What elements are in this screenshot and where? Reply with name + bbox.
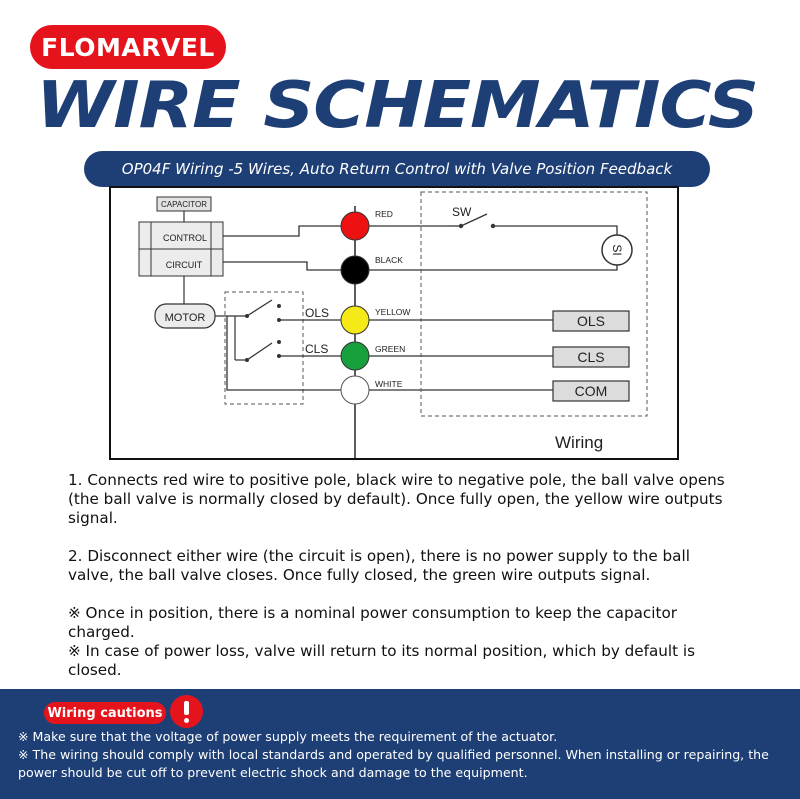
sw-contact: [490, 223, 496, 229]
black-feed-wire: [223, 261, 347, 271]
ols-switch-label: OLS: [305, 306, 329, 320]
ols-switch-contact-top: [277, 304, 281, 308]
note-4: ※ In case of power loss, valve will retu…: [68, 642, 696, 679]
field-wiring-box: [420, 191, 648, 417]
circuit-label: CIRCUIT: [166, 260, 203, 270]
cls-switch-blade: [246, 342, 273, 361]
wire-label-yellow: YELLOW: [375, 307, 410, 317]
alert-icon: [170, 695, 203, 728]
wiring-cautions-label: Wiring cautions: [44, 702, 166, 724]
wire-label-black: BLACK: [375, 255, 403, 265]
schematic-svg: CAPACITOR CONTROL CIRCUIT MOTOR OLS: [109, 186, 679, 460]
caution-item-2: ※ The wiring should comply with local st…: [18, 747, 769, 780]
sw-to-load-wire: [495, 225, 618, 236]
white-feed-wire: [226, 316, 347, 391]
wire-dot-yellow: [340, 305, 370, 335]
si-label: SI: [610, 244, 624, 255]
black-return-wire: [449, 265, 618, 271]
capacitor-label: CAPACITOR: [161, 200, 207, 209]
motor-label: MOTOR: [165, 312, 206, 324]
cls-switch-label: CLS: [305, 342, 328, 356]
ols-switch-blade: [246, 299, 273, 317]
wire-dot-black: [340, 255, 370, 285]
wire-label-green: GREEN: [375, 344, 405, 354]
caution-item-1: ※ Make sure that the voltage of power su…: [18, 729, 558, 744]
red-feed-wire: [223, 225, 347, 237]
wire-dot-green: [340, 341, 370, 371]
terminal-cls-label: CLS: [577, 349, 604, 365]
note-2: 2. Disconnect either wire (the circuit i…: [68, 547, 690, 584]
note-3: ※ Once in position, there is a nominal p…: [68, 604, 677, 641]
note-1: 1. Connects red wire to positive pole, b…: [68, 471, 725, 527]
wire-dot-white: [340, 375, 370, 405]
operation-notes: 1. Connects red wire to positive pole, b…: [68, 471, 728, 680]
page-title: WIRE SCHEMATICS: [36, 69, 759, 143]
limit-switch-box: [224, 291, 304, 405]
terminal-ols-label: OLS: [577, 313, 605, 329]
wiring-schematic: CAPACITOR CONTROL CIRCUIT MOTOR OLS: [109, 186, 679, 460]
diagram-subtitle: OP04F Wiring -5 Wires, Auto Return Contr…: [84, 151, 710, 187]
sw-label: SW: [452, 205, 472, 219]
brand-logo: FLOMARVEL: [30, 25, 226, 69]
terminal-com: [552, 380, 630, 402]
sw-blade: [460, 213, 488, 227]
wire-label-red: RED: [375, 209, 393, 219]
wire-dot-red: [340, 211, 370, 241]
terminal-com-label: COM: [575, 383, 608, 399]
caution-list: ※ Make sure that the voltage of power su…: [18, 728, 788, 782]
control-label: CONTROL: [163, 233, 207, 243]
terminal-cls: [552, 346, 630, 368]
terminal-ols: [552, 310, 630, 332]
wire-label-white: WHITE: [375, 379, 403, 389]
schematic-caption: Wiring: [555, 433, 603, 452]
wiring-cautions-panel: Wiring cautions ※ Make sure that the vol…: [0, 689, 800, 799]
cls-switch-contact-top: [277, 340, 281, 344]
